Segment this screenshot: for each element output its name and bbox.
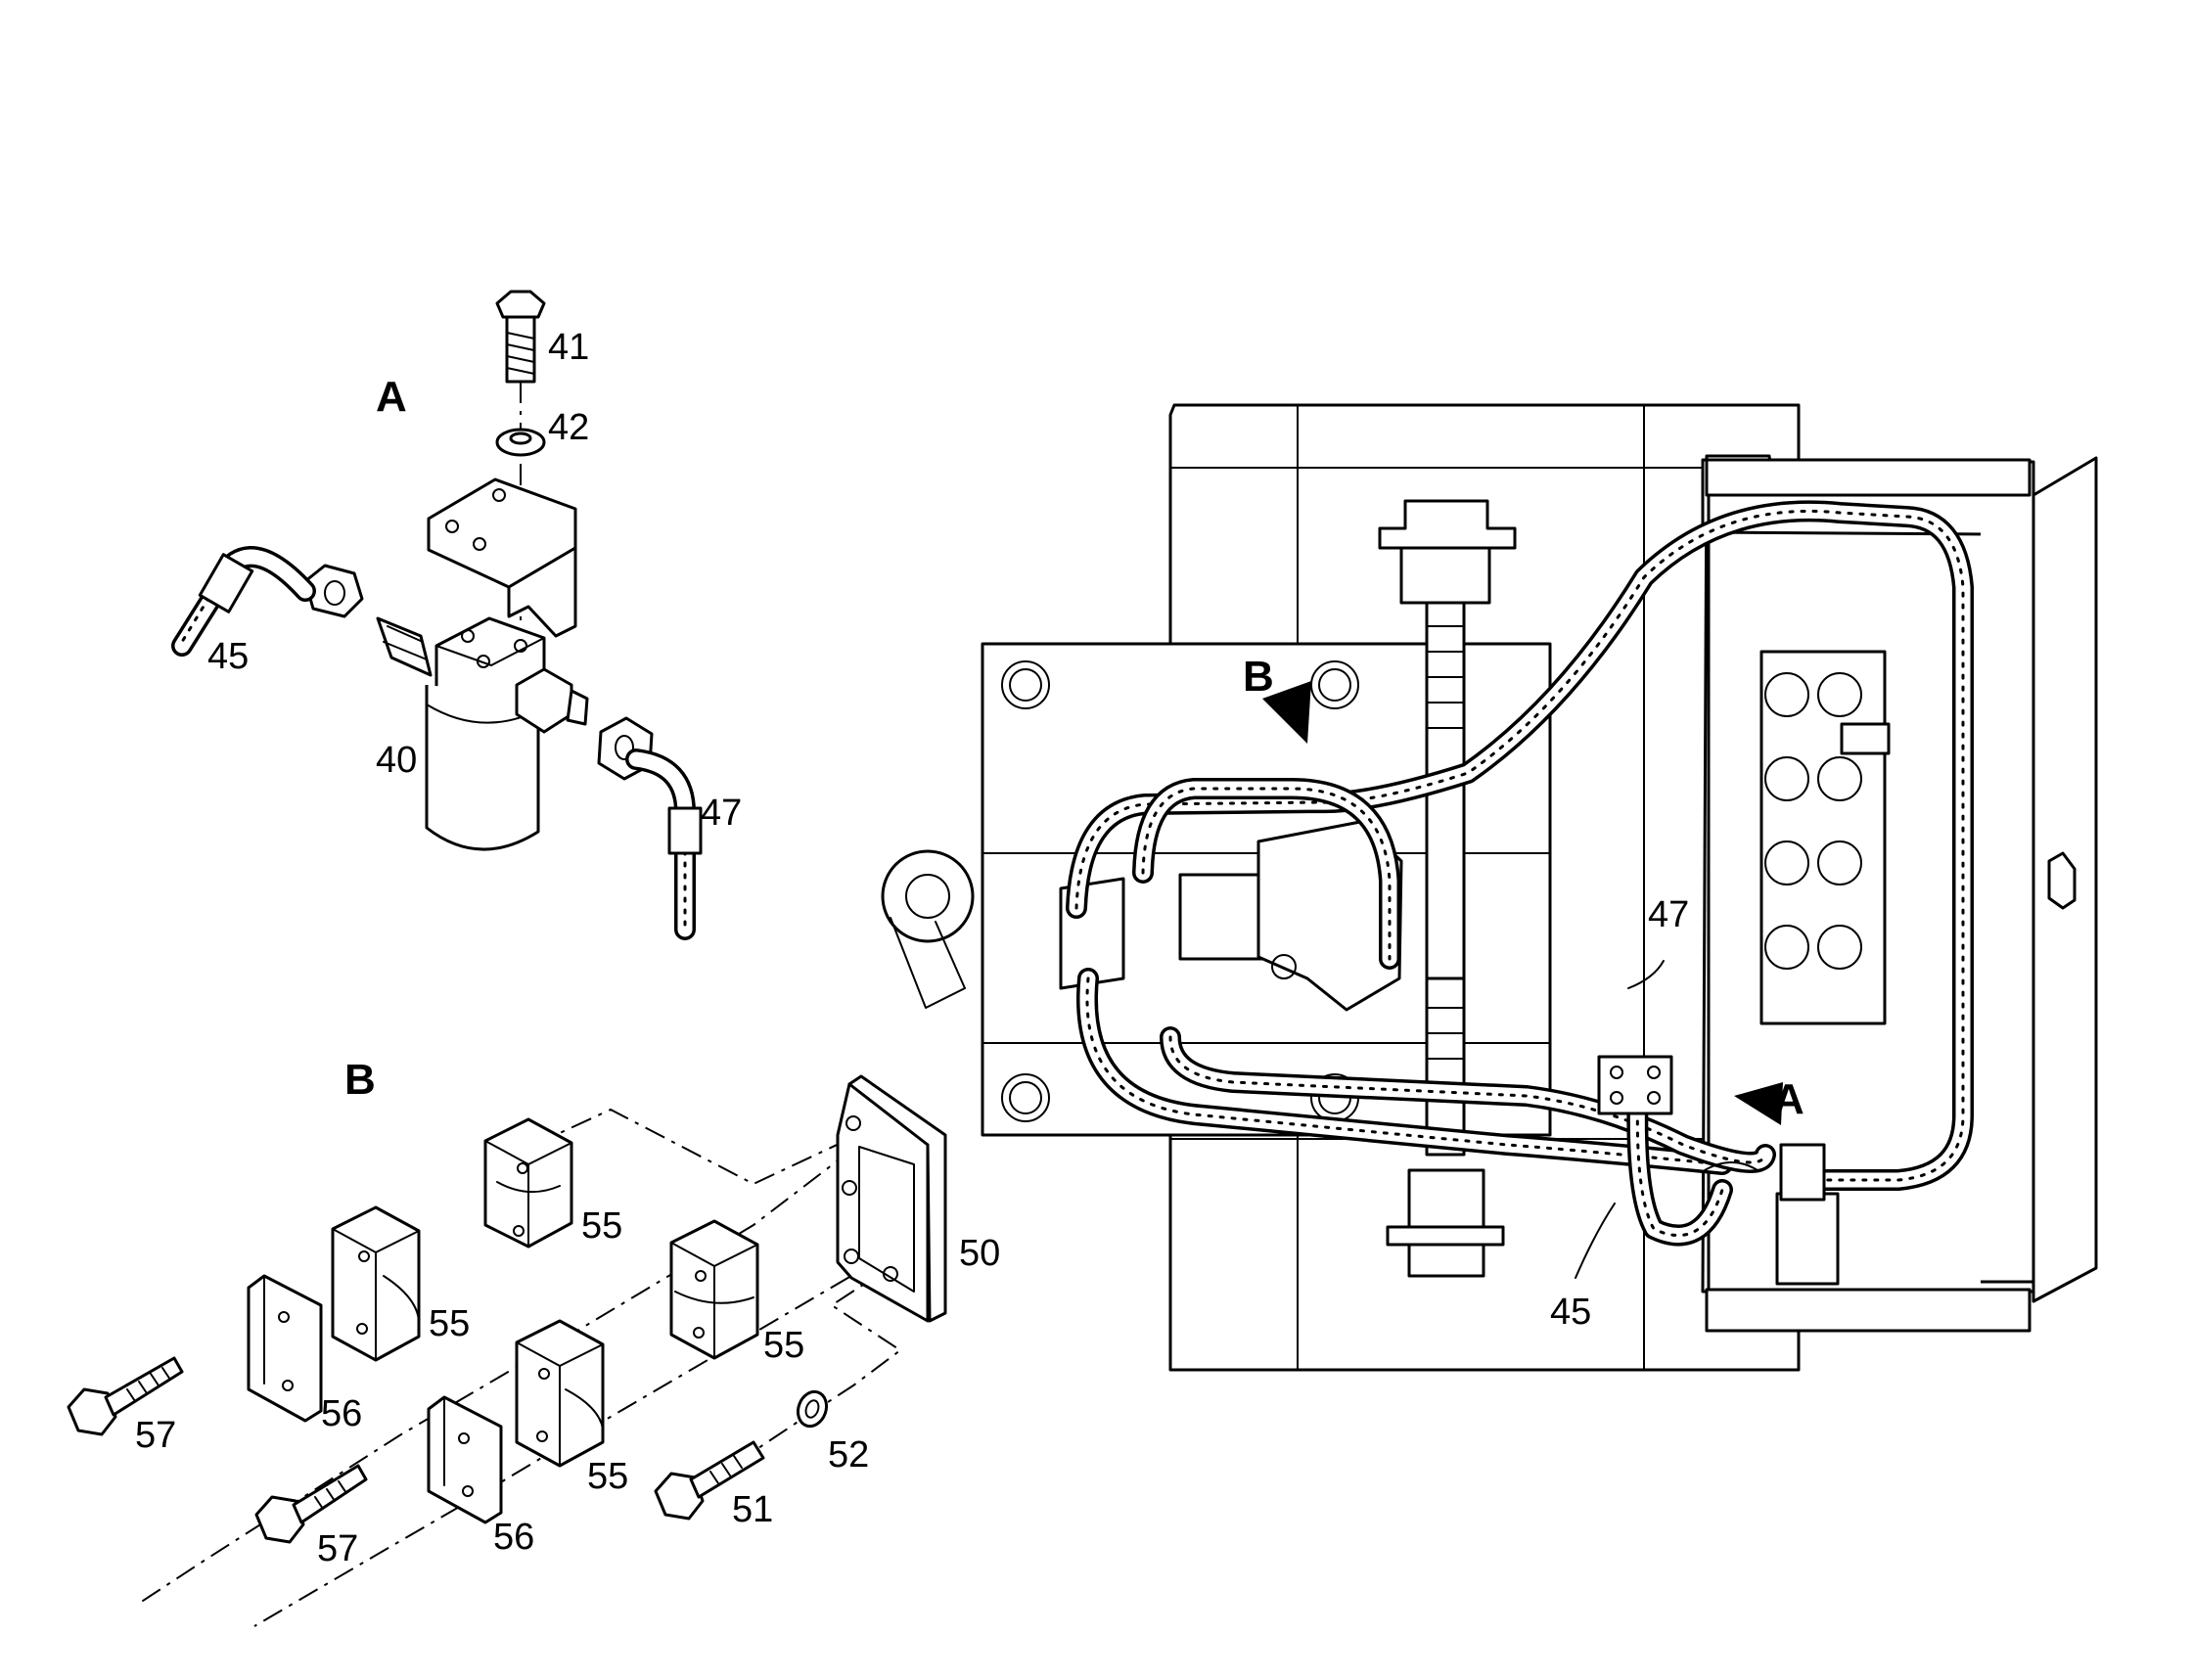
callout-56-a: 56 [321, 1393, 363, 1434]
clamp-half-55-a [483, 1117, 573, 1249]
bolt-51 [654, 1440, 765, 1521]
view-a-illustration [171, 290, 703, 940]
bottom-actuator [1386, 976, 1505, 1278]
screw-57-a [67, 1356, 184, 1436]
callout-57-b: 57 [317, 1528, 359, 1569]
clamp-half-55-c [669, 1219, 759, 1360]
engine-block [1701, 454, 2035, 1294]
callout-56-b: 56 [493, 1517, 535, 1558]
bracket-50 [836, 1074, 947, 1323]
hose-45 [171, 546, 316, 657]
washer-42 [495, 428, 546, 457]
main-marker-a: A [1773, 1075, 1804, 1123]
callout-40: 40 [376, 740, 418, 781]
callout-55-b: 55 [429, 1303, 471, 1344]
washer-52 [796, 1389, 829, 1429]
callout-55-d: 55 [587, 1456, 629, 1497]
view-a-arrow [1734, 1082, 1783, 1125]
main-callout-47: 47 [1648, 894, 1690, 935]
clamp-half-55-d [515, 1319, 605, 1468]
tank-frame [1705, 456, 2098, 1333]
view-a-title: A [376, 373, 407, 421]
plate-56-a [247, 1274, 323, 1423]
view-b-illustration [67, 1074, 947, 1627]
callout-55-c: 55 [763, 1325, 805, 1366]
bolt-41 [495, 290, 546, 384]
junction-block [1597, 1055, 1826, 1202]
main-marker-b: B [1243, 653, 1274, 701]
callout-55-a: 55 [581, 1205, 623, 1247]
callout-45: 45 [207, 636, 250, 677]
callout-41: 41 [548, 327, 590, 368]
callout-50: 50 [959, 1233, 1001, 1274]
filter-bracket [427, 477, 577, 638]
screw-57-b [254, 1464, 368, 1544]
plate-56-b [427, 1395, 503, 1524]
callout-52: 52 [828, 1434, 870, 1476]
top-actuator [1378, 499, 1517, 980]
clamp-half-55-b [331, 1205, 421, 1362]
main-callout-45: 45 [1550, 1292, 1592, 1333]
left-fitting [303, 564, 433, 677]
callout-51: 51 [732, 1489, 774, 1530]
view-b-title: B [344, 1056, 376, 1104]
view-b-arrow [1262, 681, 1311, 744]
main-machine-illustration [881, 403, 2098, 1372]
callout-47: 47 [701, 793, 743, 834]
hose-47 [625, 749, 703, 940]
callout-42: 42 [548, 407, 590, 448]
callout-57-a: 57 [135, 1415, 177, 1456]
